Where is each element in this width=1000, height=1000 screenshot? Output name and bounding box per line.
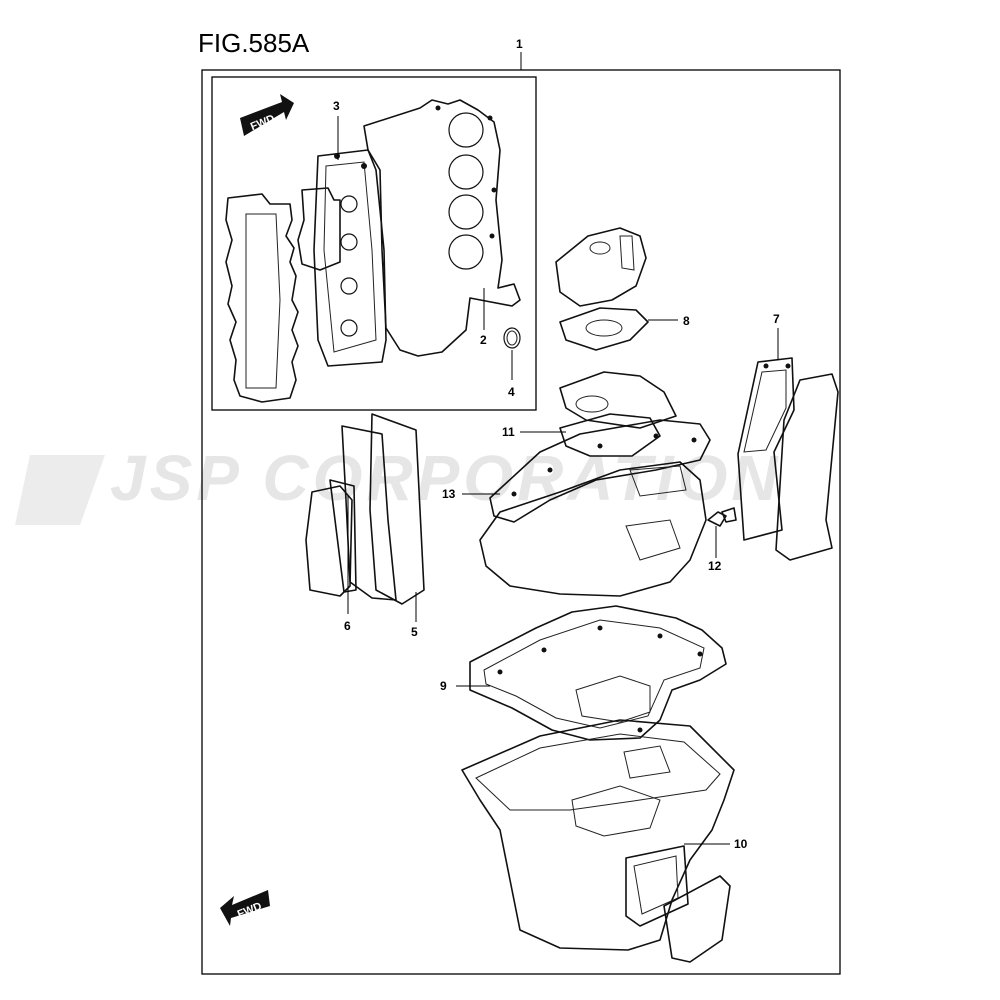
o-ring <box>503 327 521 349</box>
small-gasket <box>707 507 737 527</box>
cylinder-head-cover-gasket <box>313 149 387 367</box>
callout-2: 2 <box>480 333 487 347</box>
side-cover-small <box>305 479 357 597</box>
callout-11: 11 <box>502 425 515 439</box>
callout-12: 12 <box>708 559 722 573</box>
leader-lines <box>337 52 779 845</box>
crankcase-block <box>479 461 707 597</box>
crankcase-gasket <box>489 419 711 523</box>
callout-13: 13 <box>442 487 456 501</box>
head-gasket-subframe <box>211 76 537 411</box>
small-cover-gasket <box>297 187 341 271</box>
oil-pan-gasket <box>469 605 727 741</box>
side-cover-gasket-left <box>225 193 299 403</box>
side-gasket-pair <box>341 413 425 605</box>
figure-title: FIG.585A <box>198 28 310 58</box>
callout-7: 7 <box>773 312 780 326</box>
callout-5: 5 <box>411 625 418 639</box>
callout-4: 4 <box>508 385 515 399</box>
exhaust-cover-gasket <box>737 357 795 541</box>
callout-3: 3 <box>333 99 340 113</box>
callout-1: 1 <box>516 37 523 51</box>
watermark: JSP CORPORATION <box>15 442 782 525</box>
callout-10: 10 <box>734 837 748 851</box>
callout-6: 6 <box>344 619 351 633</box>
pump-gasket <box>559 307 649 351</box>
watermark-text: JSP CORPORATION <box>110 442 782 514</box>
oil-pan-cover <box>663 875 731 963</box>
cylinder-head-gasket <box>363 99 521 357</box>
gasket-plate <box>559 413 661 457</box>
fwd-arrow-top: FWD <box>240 94 294 136</box>
fwd-arrow-bottom: FWD <box>220 890 270 926</box>
callout-9: 9 <box>440 679 447 693</box>
mid-plate <box>559 371 677 429</box>
oil-pan <box>461 719 735 951</box>
exhaust-cover <box>775 373 839 561</box>
callout-8: 8 <box>683 314 690 328</box>
pump-housing <box>555 227 647 307</box>
